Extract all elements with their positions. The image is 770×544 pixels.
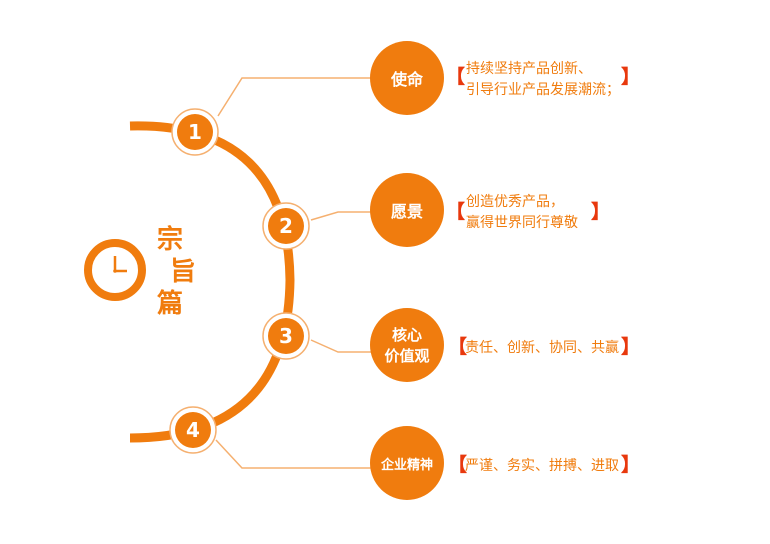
title-char: 篇 [157, 288, 183, 319]
label-circle [370, 426, 444, 500]
desc-line: 持续坚持产品创新、 [466, 60, 592, 77]
bracket-close: 】 [621, 453, 640, 476]
item-4: 4 企业精神 【 严谨、务实、拼搏、进取 】 [169, 406, 640, 500]
number-badge [177, 114, 213, 150]
bracket-open: 【 [446, 200, 465, 223]
connector-2 [310, 211, 374, 221]
number-badge [175, 412, 211, 448]
bracket-open: 【 [448, 453, 467, 476]
number-label: 4 [186, 418, 200, 442]
number-label: 1 [188, 120, 202, 144]
number-label: 2 [279, 214, 293, 238]
desc-line: 严谨、务实、拼搏、进取 [465, 457, 619, 474]
connectors [215, 77, 374, 469]
label-text: 愿景 [391, 202, 423, 221]
title-char: 旨 [170, 257, 196, 287]
main-arc [129, 121, 295, 443]
desc-line: 引导行业产品发展潮流； [466, 82, 620, 98]
label-text: 使命 [390, 70, 424, 89]
bracket-close: 】 [621, 65, 640, 88]
bracket-close: 】 [621, 335, 640, 358]
label-circle [370, 173, 444, 247]
label-text: 价值观 [384, 347, 429, 365]
connector-4 [215, 439, 374, 469]
item-2: 2 愿景 【 创造优秀产品， 赢得世界同行尊敬 】 [262, 173, 610, 250]
label-text: 核心 [392, 326, 422, 344]
label-circle [370, 308, 444, 382]
label-text: 企业精神 [380, 457, 433, 473]
connector-1 [217, 77, 374, 117]
desc-line: 责任、创新、协同、共赢 [465, 339, 619, 356]
title-char: 宗 [157, 224, 183, 255]
bracket-open: 【 [448, 335, 467, 358]
item-1: 1 使命 【 持续坚持产品创新、 引导行业产品发展潮流； 】 [171, 41, 640, 156]
connector-3 [310, 339, 374, 353]
item-3: 3 核心 价值观 【 责任、创新、协同、共赢 】 [262, 308, 640, 382]
desc-line: 创造优秀产品， [466, 194, 564, 210]
bracket-open: 【 [446, 65, 465, 88]
label-circle [370, 41, 444, 115]
number-badge [268, 208, 304, 244]
desc-line: 赢得世界同行尊敬 [466, 214, 578, 231]
clock-icon [84, 239, 146, 301]
page-title: 宗 旨 篇 [157, 224, 196, 319]
number-label: 3 [279, 324, 293, 348]
number-badge [268, 318, 304, 354]
bracket-close: 】 [591, 200, 610, 223]
